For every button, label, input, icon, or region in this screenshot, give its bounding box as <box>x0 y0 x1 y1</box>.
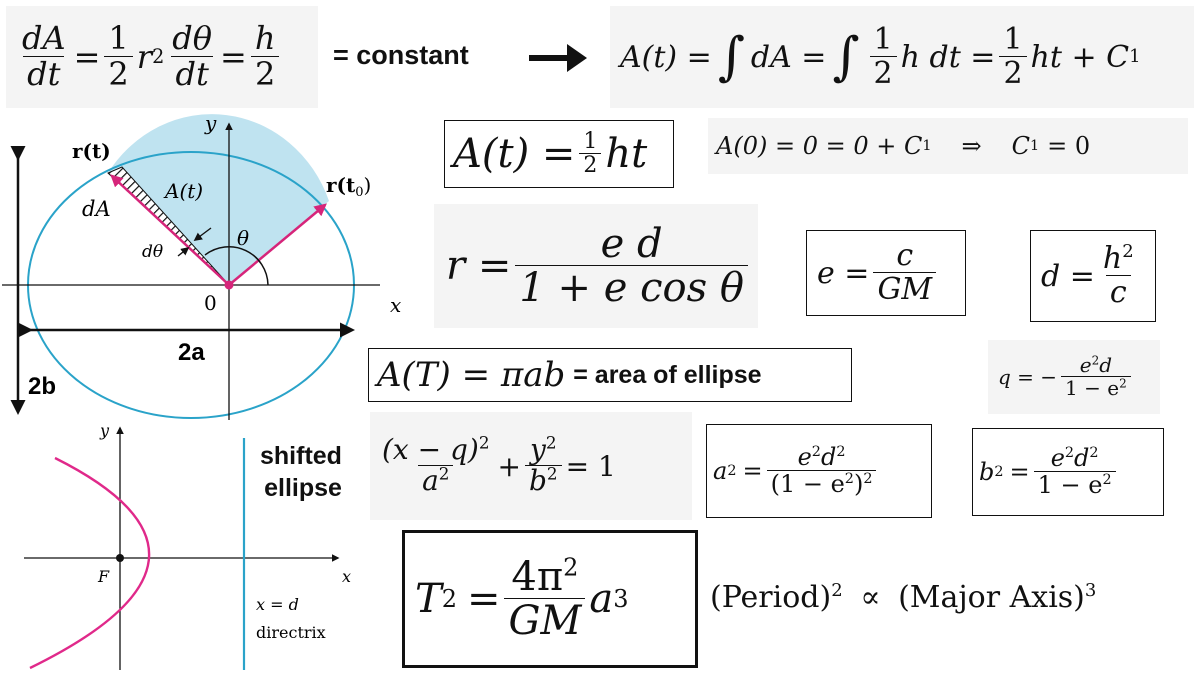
theta-label: θ <box>237 226 249 250</box>
directrix-label: directrix <box>256 623 326 642</box>
theta-arc <box>204 245 269 286</box>
parabola-x-label: x <box>342 567 351 586</box>
x-axis-label: x <box>390 293 401 317</box>
directrix-equation: x = d <box>256 595 299 614</box>
minor-axis-label: 2b <box>28 373 56 400</box>
r-t0-label: r(t0) <box>326 173 371 200</box>
shifted-ellipse-label: shifted ellipse <box>260 442 342 502</box>
dtheta-arrow-2-icon <box>177 246 190 257</box>
dA-label: dA <box>82 197 111 221</box>
period-proportion: (Period)2 ∝ (Major Axis)3 <box>710 580 1097 615</box>
parabola-directrix-diagram: y x F x = d directrix <box>24 421 351 670</box>
dtheta-label: dθ <box>142 242 163 262</box>
ellipse-area-box: A(T) = πab = area of ellipse <box>368 348 852 402</box>
ellipse-orbit-diagram: y x 0 r(t) r(t0) A(t) dA dθ θ 2a 2b <box>2 112 401 420</box>
origin-label: 0 <box>204 291 217 315</box>
focus-dot <box>116 554 124 562</box>
focus-label: F <box>97 567 110 586</box>
area-label: A(t) <box>163 179 203 203</box>
parabola-y-label: y <box>99 421 110 440</box>
constant-label: = constant <box>333 40 469 70</box>
r-t-label: r(t) <box>72 139 111 163</box>
right-arrow-icon <box>527 38 589 82</box>
dtheta-arrow-icon <box>193 227 212 242</box>
origin-dot <box>224 280 234 290</box>
area-sector <box>108 114 329 285</box>
major-axis-label: 2a <box>178 339 205 366</box>
y-axis-label: y <box>204 112 217 135</box>
r-t0-vector <box>228 203 327 286</box>
r-t-vector <box>110 174 230 286</box>
parabola-curve <box>29 456 151 670</box>
